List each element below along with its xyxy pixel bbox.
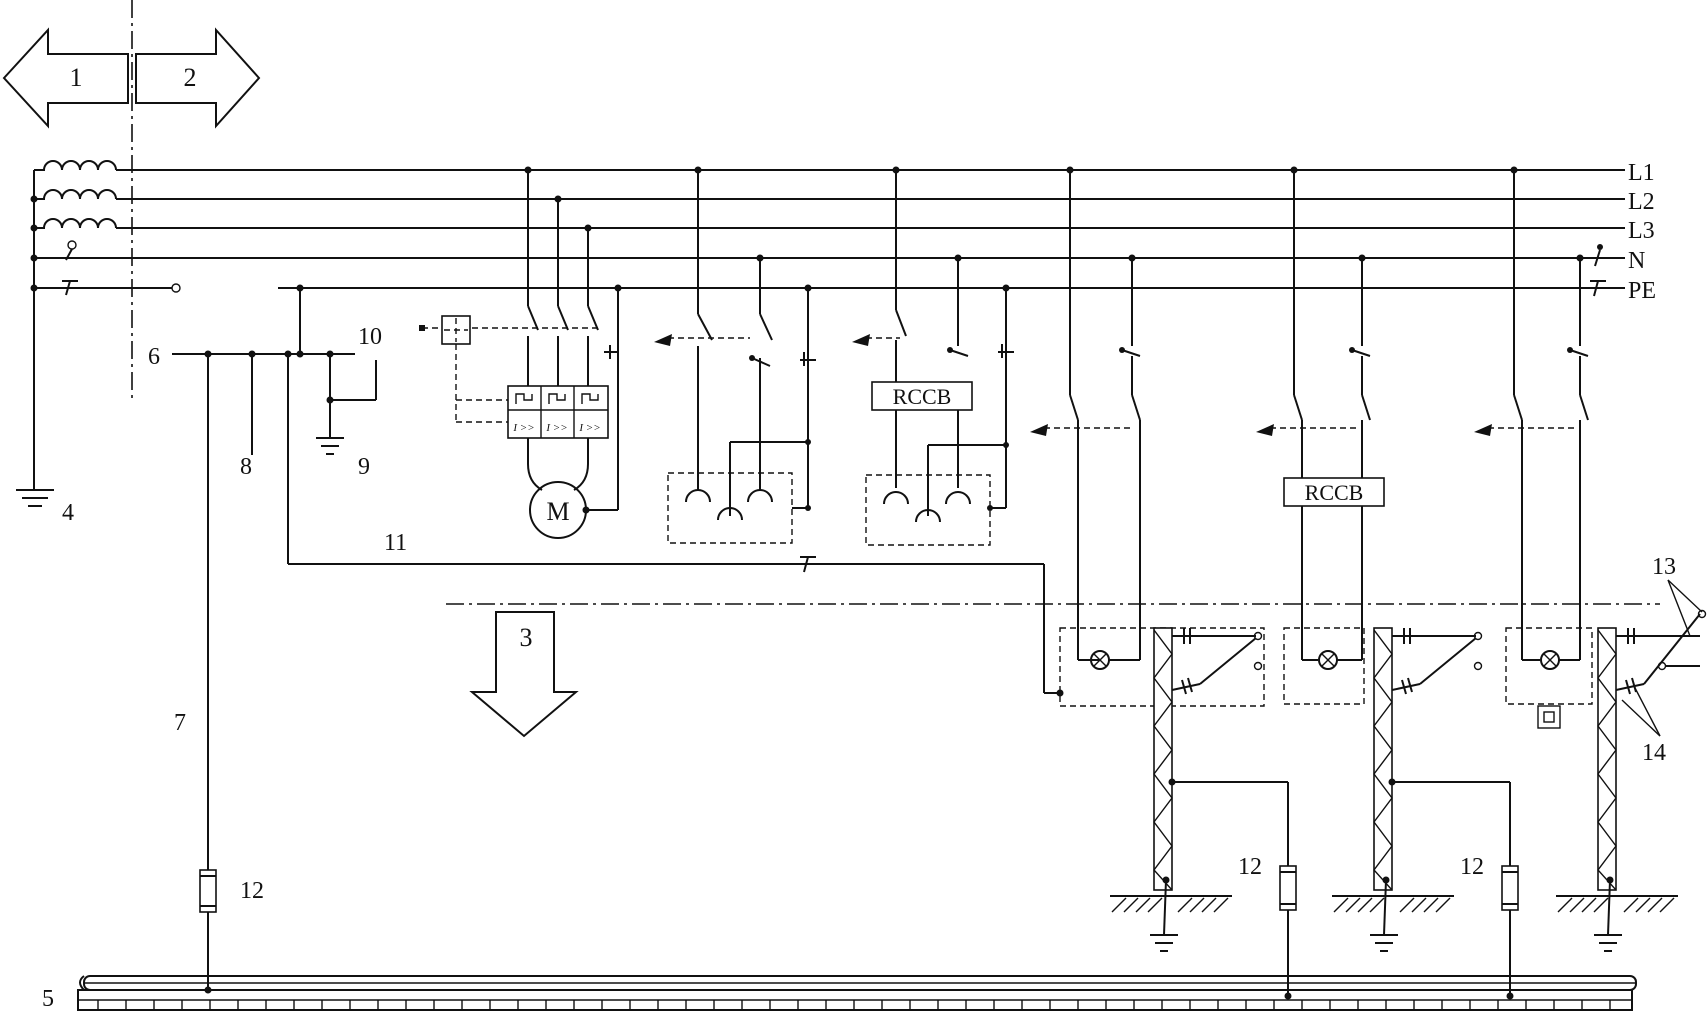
pole-3	[1556, 579, 1707, 952]
motor-label: M	[546, 497, 569, 526]
ground-symbol-4	[16, 489, 54, 507]
transformer-windings	[30, 160, 181, 490]
callout-12-right: 12	[1460, 854, 1484, 880]
bus-label-l3: L3	[1628, 218, 1655, 244]
arrow-1: 1	[2, 27, 129, 129]
arrow-1-label: 1	[70, 63, 83, 92]
overcurrent-label-1: I >>	[512, 422, 534, 434]
bus-label-pe: PE	[1628, 278, 1656, 304]
callout-5: 5	[42, 986, 54, 1012]
pole-circuit-3	[1474, 166, 1593, 729]
callout-13: 13	[1652, 554, 1676, 580]
pole-1	[1110, 627, 1289, 952]
pole-2	[1332, 627, 1511, 952]
pole-circuit-2	[1256, 166, 1385, 705]
busbars	[34, 169, 1625, 297]
socket-circuit-1	[654, 166, 816, 544]
rccb-box-2	[1283, 477, 1385, 507]
pole-circuit-1	[1030, 166, 1265, 707]
rccb-label-1: RCCB	[893, 384, 952, 409]
callout-12-mid: 12	[1238, 854, 1262, 880]
callout-14: 14	[1642, 740, 1666, 766]
overcurrent-label-2: I >>	[545, 422, 567, 434]
motor-circuit	[419, 166, 622, 539]
arrow-2-label: 2	[184, 63, 197, 92]
callout-7: 7	[174, 710, 186, 736]
callout-8: 8	[240, 454, 252, 480]
arrow-3: 3	[469, 611, 579, 738]
voltage-limiter-left	[199, 869, 217, 913]
callout-6: 6	[148, 344, 160, 370]
bus-label-n: N	[1628, 248, 1645, 274]
rail-track	[77, 975, 1637, 1011]
arrow-3-label: 3	[520, 623, 533, 652]
callout-11: 11	[384, 530, 407, 556]
callout-9: 9	[358, 454, 370, 480]
callout-12-left: 12	[240, 878, 264, 904]
rccb-box-1	[871, 381, 973, 411]
rccb-label-2: RCCB	[1305, 480, 1364, 505]
rail-ties	[97, 1000, 1611, 1010]
socket-circuit-2	[852, 166, 1014, 546]
overcurrent-label-3: I >>	[578, 422, 600, 434]
bus-label-l2: L2	[1628, 189, 1655, 215]
arrow-2: 2	[135, 27, 261, 129]
bus-label-l1: L1	[1628, 160, 1655, 186]
callout-4: 4	[62, 500, 74, 526]
callout-10: 10	[358, 324, 382, 350]
